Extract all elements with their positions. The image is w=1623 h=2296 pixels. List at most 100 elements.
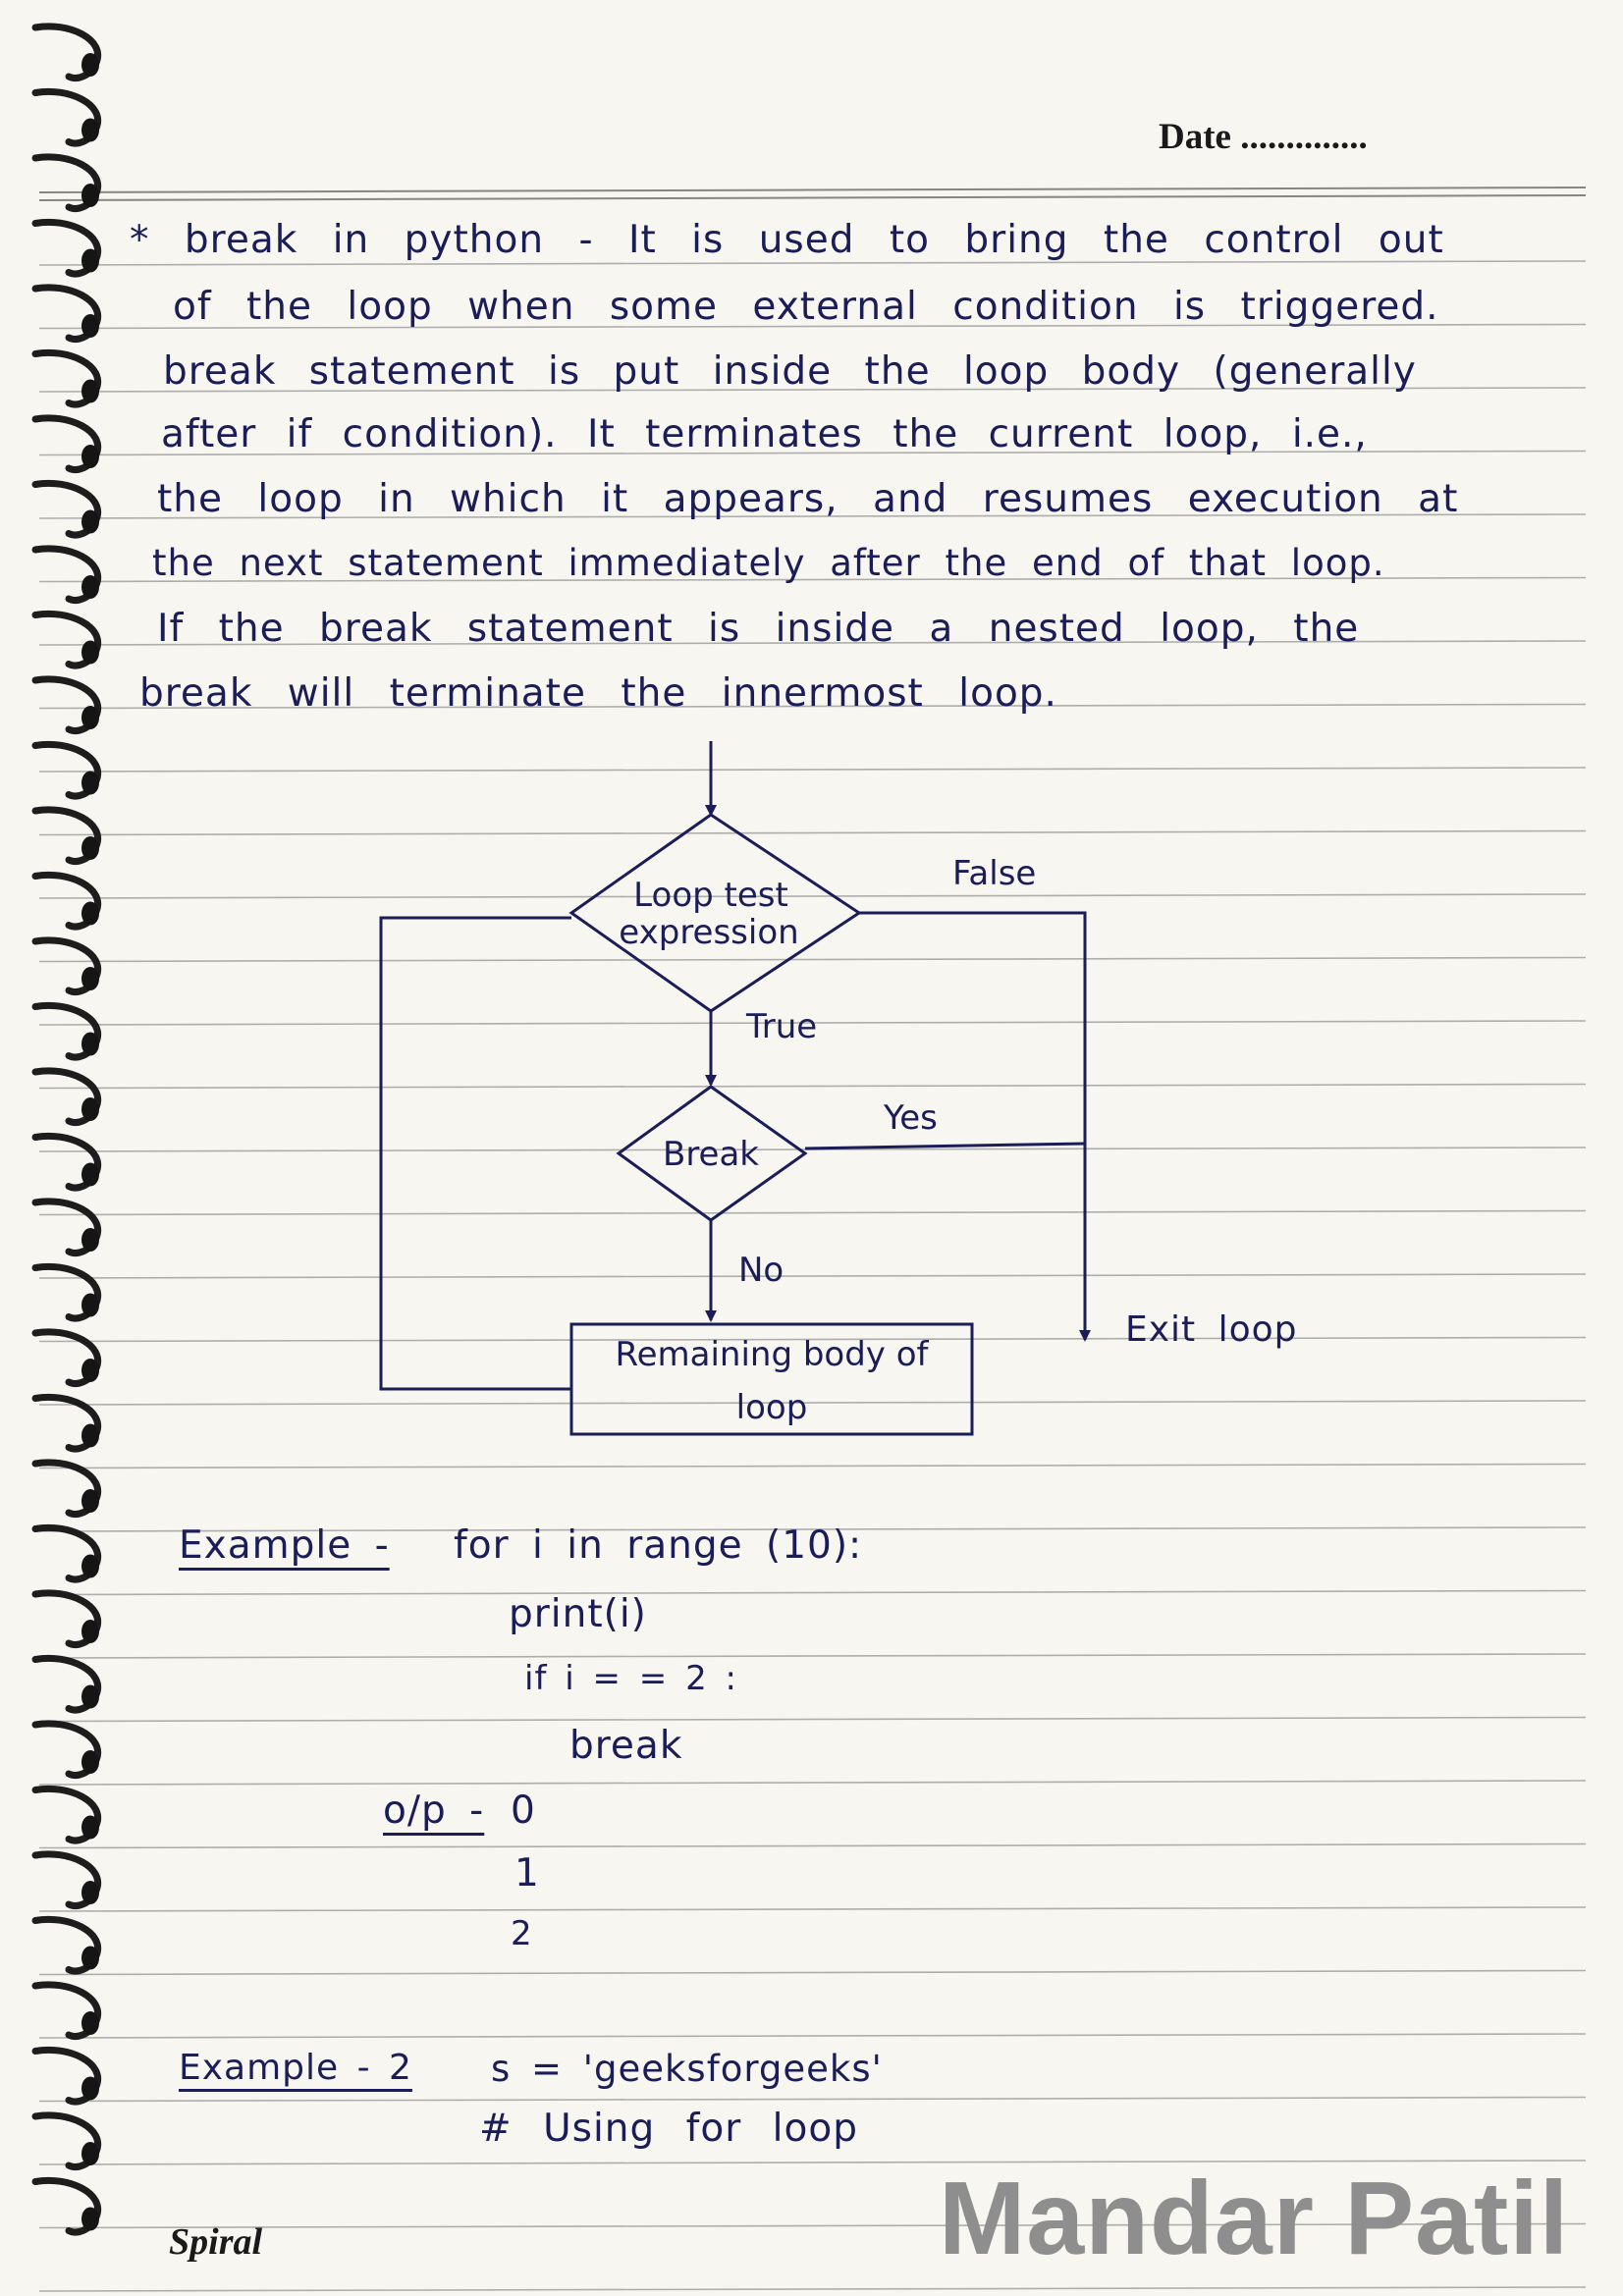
spiral-ring [31,2176,102,2236]
spiral-ring [31,1589,102,1648]
paragraph-line-3: break statement is put inside the loop b… [163,349,1417,394]
spiral-ring [31,871,102,931]
true-label: True [745,1007,817,1046]
output-value-3: 2 [511,1914,533,1953]
paragraph-line-1: * break in python - It is used to bring … [130,218,1444,262]
example-1-label: Example - [179,1523,390,1568]
spiral-ring [31,348,102,408]
ruled-line [38,1526,1587,1532]
ruled-line [38,1336,1587,1343]
remaining-body-label-1: Remaining body of [615,1335,929,1374]
ruled-line [38,767,1587,773]
output-value-2: 1 [514,1851,540,1896]
spiral-ring [31,2111,102,2170]
ruled-line [38,2222,1587,2229]
spiral-ring [31,218,102,278]
example-2-code-line-2: # Using for loop [479,2107,858,2151]
ruled-line [38,1273,1587,1279]
spiral-ring [31,153,102,212]
spiral-rings [31,23,102,2236]
ruled-line [38,640,1587,646]
ruled-line [38,1463,1587,1469]
spiral-ring [31,1720,102,1779]
spiral-brand-logo: Spiral [169,2221,263,2263]
spiral-ring [31,610,102,669]
spiral-ring [31,87,102,147]
false-exit-line [859,911,1087,1325]
spiral-ring [31,1132,102,1192]
ruled-line [38,956,1587,963]
spiral-ring [31,806,102,865]
spiral-ring [31,414,102,473]
ruled-line [38,1716,1587,1723]
ruled-line [38,1020,1587,1026]
example-1-code-line-1: for i in range (10): [454,1523,863,1568]
ruled-line [38,893,1587,899]
paragraph-line-2: of the loop when some external condition… [173,285,1439,329]
ruled-lines [38,260,1587,2292]
ruled-line [38,387,1587,393]
ruled-line [38,1400,1587,1406]
spiral-ring [31,23,102,81]
ruled-line [38,1209,1587,1216]
exit-loop-label: Exit loop [1125,1309,1298,1350]
spiral-ring [31,675,102,734]
break-label: Break [663,1135,759,1174]
spiral-ring [31,1328,102,1387]
ruled-line [38,1589,1587,1596]
paragraph-line-7: If the break statement is inside a neste… [157,607,1360,651]
remaining-body-box [569,1322,974,1436]
spiral-ring [31,1785,102,1844]
ruled-line [38,1969,1587,1976]
spiral-ring [31,1915,102,1975]
ruled-line [38,829,1587,836]
spiral-ring [31,1001,102,1061]
spiral-ring [31,1262,102,1322]
spiral-binding [31,23,102,2236]
ruled-line [38,2096,1587,2103]
yes-label: Yes [883,1098,938,1138]
spiral-ring [31,1198,102,1256]
output-label: o/p - [383,1789,485,1833]
no-label: No [738,1251,784,1290]
ruled-line [38,1906,1587,1912]
ruled-line [38,1083,1587,1090]
spiral-ring [31,1393,102,1453]
ruled-line [38,2286,1587,2292]
spiral-ring [31,1981,102,2040]
loop-test-label-2: expression [619,913,798,952]
example-1-code-line-3: if i = = 2 : [524,1659,737,1698]
paragraph-line-8: break will terminate the innermost loop. [139,671,1057,716]
break-flowchart: Loop test expression False True Break Ye… [379,741,1091,1436]
spiral-ring [31,1523,102,1583]
yes-line [804,1142,1086,1150]
spiral-ring [31,936,102,995]
example-1-code-line-2: print(i) [509,1592,647,1636]
example-2-code-line-1: s = 'geeksforgeeks' [491,2048,883,2090]
ruled-line [38,2033,1587,2039]
ruled-line [38,450,1587,456]
spiral-ring [31,1654,102,1714]
ruled-line [38,260,1587,266]
author-watermark: Mandar Patil [939,2161,1570,2276]
double-top-rule [38,187,1587,201]
ruled-line [38,513,1587,519]
ruled-line [38,1842,1587,1849]
ruled-line [38,1653,1587,1659]
spiral-ring [31,2046,102,2106]
paragraph-line-5: the loop in which it appears, and resume… [157,477,1459,521]
spiral-ring [31,1850,102,1909]
spiral-ring [31,545,102,604]
remaining-body-label-2: loop [736,1388,808,1427]
loop-test-label-1: Loop test [633,876,788,915]
spiral-ring [31,479,102,539]
ruled-line [38,1780,1587,1786]
ruled-line [38,576,1587,583]
spiral-ring [31,1459,102,1518]
ruled-line [38,703,1587,710]
paragraph-line-4: after if condition). It terminates the c… [161,412,1368,456]
example-2-label: Example - 2 [179,2048,412,2088]
spiral-ring [31,1067,102,1126]
